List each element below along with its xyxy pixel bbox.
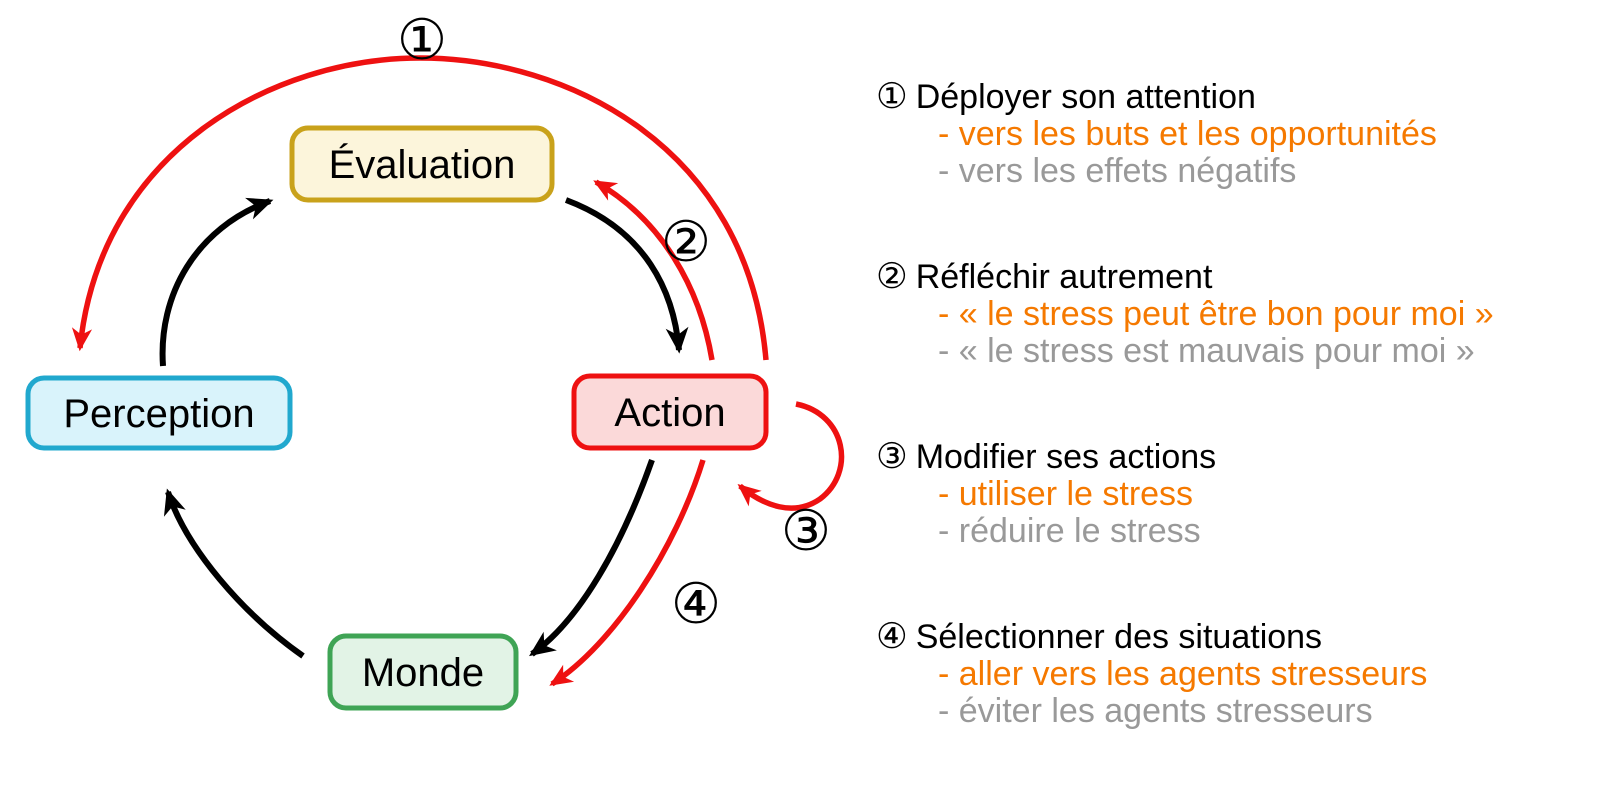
strategy-4-badge: ④ [671,572,721,637]
legend-item-number: ④ [876,616,908,657]
node-evaluation-label: Évaluation [329,142,516,187]
node-action-box [571,373,769,451]
legend-item-positive-option: - utiliser le stress [938,475,1194,513]
legend-item-positive-option: - vers les buts et les opportunités [938,115,1437,153]
node-monde-label: Monde [362,651,484,695]
node-perception-box [25,375,293,451]
strategy-2-badge: ② [661,210,711,275]
legend-item-title: Modifier ses actions [915,438,1217,476]
node-action-label: Action [614,391,725,435]
legend-item-negative-option: - éviter les agents stresseurs [938,692,1373,730]
legend-item-title: Réfléchir autrement [915,258,1213,296]
legend-item-title: Déployer son attention [915,78,1256,116]
legend-item-negative-option: - vers les effets négatifs [938,152,1297,190]
legend-item-positive-option: - aller vers les agents stresseurs [938,655,1428,693]
arrow-strategy-4-situation [549,459,706,687]
arrow-strategy-3-action-loop [737,401,845,511]
legend-item-number: ③ [876,436,908,477]
legend-item-number: ① [876,76,908,117]
node-evaluation-box [289,125,555,203]
node-action: Action [571,373,769,451]
stress-cycle-diagram: ① ② ③ ④ Évaluation Perception Action Mon… [25,8,845,711]
arrow-monde-to-perception [163,488,305,659]
node-monde-box [327,633,519,711]
strategy-1-badge: ① [397,8,447,73]
arrow-strategy-1-attention [71,55,769,361]
strategy-3-badge: ③ [781,499,831,564]
arrow-perception-to-evaluation [159,197,274,367]
arrow-strategy-2-reappraisal [593,179,715,361]
arrow-action-to-monde [529,459,655,657]
legend-item-title: Sélectionner des situations [915,618,1323,656]
node-perception: Perception [25,375,293,451]
legend-item-positive-option: - « le stress peut être bon pour moi » [938,295,1494,333]
node-perception-label: Perception [63,392,254,436]
legend-item-negative-option: - « le stress est mauvais pour moi » [938,332,1475,370]
node-monde: Monde [327,633,519,711]
node-evaluation: Évaluation [289,125,555,203]
legend-item-negative-option: - réduire le stress [938,512,1201,550]
legend-item-number: ② [876,256,908,297]
arrow-evaluation-to-action [564,197,689,354]
